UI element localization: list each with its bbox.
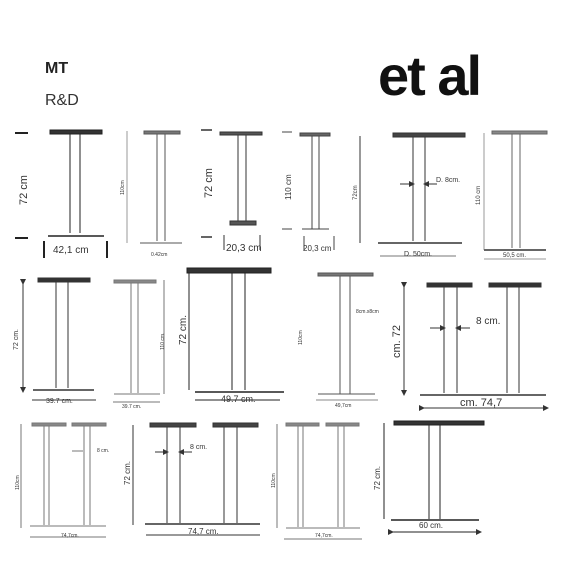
drawing-d10 — [316, 272, 378, 401]
d12-base-label: 74,7cm. — [61, 533, 79, 539]
drawing-d9 — [186, 267, 284, 401]
drawing-d15 — [383, 420, 485, 535]
d11-column-label: 8 cm. — [476, 316, 500, 327]
drawing-d7 — [20, 277, 96, 401]
d9-base-label: 49.7 cm. — [221, 394, 256, 404]
d15-base-label: 60 cm. — [419, 521, 443, 530]
drawing-d11 — [401, 282, 549, 411]
d1-base-label: 42,1 cm — [53, 245, 89, 256]
brand-code: MT — [45, 60, 69, 77]
d10-column-label: 8cm.x8cm — [356, 309, 379, 315]
d6-height-label: 110 cm — [476, 186, 482, 205]
drawing-d8 — [113, 279, 165, 403]
d5-column-label: D. 8cm. — [436, 177, 460, 184]
drawing-d1 — [15, 129, 108, 258]
brand-subtitle: R&D — [45, 92, 79, 109]
d13-height-label: 72 cm. — [123, 461, 132, 485]
d15-height-label: 72 cm. — [373, 466, 382, 490]
d11-height-label: cm. 72 — [391, 325, 403, 358]
drawing-d4 — [282, 131, 335, 250]
drawing-d14 — [276, 422, 362, 540]
d2-height-label: 110cm — [120, 180, 126, 195]
drawing-d2 — [126, 130, 182, 244]
d1-height-label: 72 cm — [18, 175, 30, 205]
drawing-d5 — [359, 132, 466, 257]
d4-base-label: 20,3 cm — [303, 244, 332, 253]
d5-base-label: D. 50cm. — [404, 251, 432, 258]
drawing-d12 — [20, 422, 107, 538]
d3-height-label: 72 cm — [203, 168, 215, 198]
d8-base-label: 39.7 cm. — [122, 404, 141, 410]
d7-height-label: 72 cm. — [13, 329, 20, 350]
drawing-d6 — [483, 130, 548, 260]
d2-base-label: 0.42cm — [151, 252, 167, 258]
d8-height-label: 110 cm. — [160, 333, 166, 350]
d10-height-label: 110cm — [298, 330, 304, 345]
drawing-d3 — [201, 129, 263, 250]
d4-height-label: 110 cm — [284, 174, 293, 200]
d13-base-label: 74,7 cm. — [188, 527, 219, 536]
d14-base-label: 74,7cm. — [315, 533, 333, 539]
d12-column-label: 8 cm. — [97, 448, 109, 454]
d5-height-label: 72cm — [353, 185, 359, 200]
d12-height-label: 110cm — [15, 475, 21, 490]
d6-base-label: 50,5 cm. — [503, 253, 526, 259]
d14-height-label: 110cm — [271, 473, 277, 488]
d9-height-label: 72 cm. — [178, 315, 189, 345]
drawing-d13 — [132, 422, 260, 536]
d7-base-label: 39.7 cm. — [46, 398, 73, 405]
etal-logo: et al — [378, 44, 482, 107]
d11-base-label: cm. 74,7 — [460, 397, 502, 409]
d3-base-label: 20,3 cm — [226, 243, 262, 254]
d13-column-label: 8 cm. — [190, 444, 207, 451]
d10-base-label: 49,7cm — [335, 403, 351, 409]
